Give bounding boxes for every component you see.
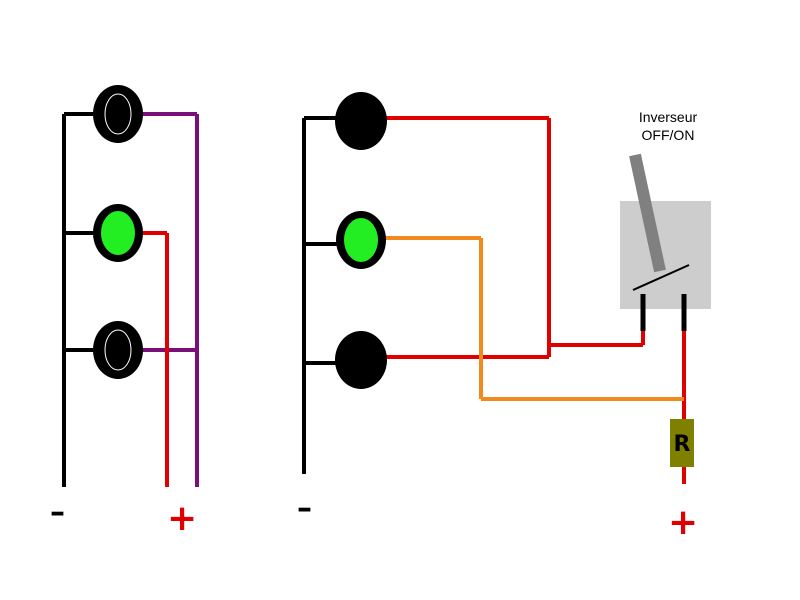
resistor-body bbox=[670, 419, 694, 467]
right-positive-wires bbox=[384, 116, 686, 484]
left-led-1 bbox=[93, 85, 143, 143]
right-plus-symbol: + bbox=[668, 502, 698, 543]
left-circuit: – + bbox=[50, 85, 199, 539]
right-led-1 bbox=[335, 92, 387, 150]
left-ground-wires bbox=[62, 112, 100, 487]
right-signal-wire bbox=[384, 236, 684, 401]
right-led-3 bbox=[335, 331, 387, 389]
left-plus-symbol: + bbox=[167, 498, 197, 539]
toggle-switch: Inverseur OFF/ON bbox=[620, 109, 711, 331]
switch-contact-bar bbox=[632, 264, 690, 291]
resistor: R bbox=[670, 419, 694, 467]
switch-label-line1: Inverseur bbox=[639, 109, 698, 125]
left-positive-wires bbox=[140, 231, 169, 487]
left-led-3 bbox=[93, 321, 143, 379]
left-led-2-lit bbox=[93, 204, 143, 262]
switch-label-line2: OFF/ON bbox=[642, 127, 695, 143]
resistor-label: R bbox=[674, 432, 691, 457]
left-minus-symbol: – bbox=[50, 495, 65, 530]
right-led-2-lit bbox=[336, 211, 386, 269]
switch-lever bbox=[629, 153, 666, 273]
right-minus-symbol: – bbox=[297, 491, 312, 526]
right-circuit: Inverseur OFF/ON R – + bbox=[297, 92, 711, 543]
right-ground-wires bbox=[302, 116, 338, 474]
switch-body bbox=[620, 201, 711, 309]
